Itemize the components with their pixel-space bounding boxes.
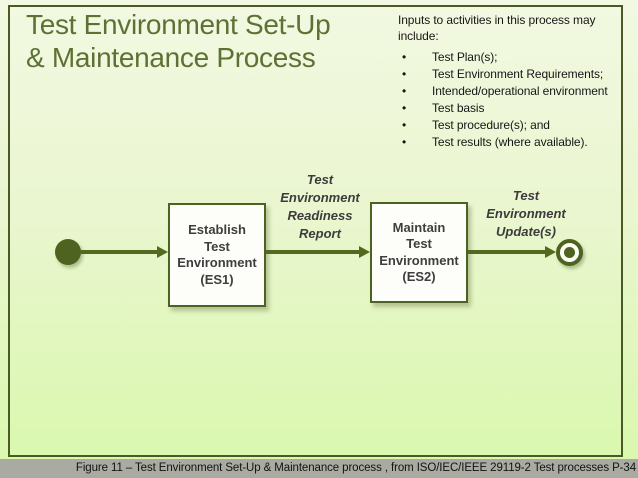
bullet-item: • Test results (where available). bbox=[398, 133, 634, 150]
bullet-text: Intended/operational environment bbox=[432, 83, 608, 98]
flow-arrow-es1-to-es2 bbox=[266, 250, 360, 254]
bullet-dot-icon: • bbox=[402, 100, 407, 115]
arrowhead-icon bbox=[157, 246, 168, 258]
caption-bar: Figure 11 – Test Environment Set-Up & Ma… bbox=[0, 459, 638, 478]
flow-label-readiness-report: Test Environment Readiness Report bbox=[280, 172, 360, 241]
arrowhead-icon bbox=[545, 246, 556, 258]
bullet-item: • Test Environment Requirements; bbox=[398, 65, 634, 82]
bullet-dot-icon: • bbox=[402, 49, 407, 64]
slide-title: Test Environment Set-Up & Maintenance Pr… bbox=[26, 9, 331, 73]
inputs-note: Inputs to activities in this process may… bbox=[398, 12, 634, 150]
inputs-note-intro: Inputs to activities in this process may… bbox=[398, 13, 596, 43]
flow-arrow-es2-to-end bbox=[468, 250, 546, 254]
end-node-inner-dot bbox=[564, 247, 575, 258]
bullet-text: Test Environment Requirements; bbox=[432, 66, 604, 81]
end-node-bullseye-icon bbox=[556, 239, 583, 266]
flow-label-environment-updates: Test Environment Update(s) bbox=[486, 188, 566, 239]
figure-caption: Figure 11 – Test Environment Set-Up & Ma… bbox=[75, 462, 636, 474]
bullet-text: Test basis bbox=[432, 100, 485, 115]
inputs-bullet-list: • Test Plan(s); • Test Environment Requi… bbox=[398, 48, 634, 150]
start-node-icon bbox=[55, 239, 81, 265]
activity-es1-label: Establish Test Environment (ES1) bbox=[177, 222, 257, 287]
bullet-item: • Test basis bbox=[398, 99, 634, 116]
flow-arrow-start-to-es1 bbox=[80, 250, 158, 254]
activity-box-es1: Establish Test Environment (ES1) bbox=[168, 203, 266, 307]
arrowhead-icon bbox=[359, 246, 370, 258]
bullet-item: • Test Plan(s); bbox=[398, 48, 634, 65]
bullet-dot-icon: • bbox=[402, 83, 407, 98]
bullet-dot-icon: • bbox=[402, 66, 407, 81]
activity-es2-label: Maintain Test Environment (ES2) bbox=[379, 219, 459, 285]
slide-frame bbox=[8, 5, 623, 457]
bullet-item: • Intended/operational environment bbox=[398, 82, 634, 99]
activity-box-es2: Maintain Test Environment (ES2) bbox=[370, 202, 468, 303]
bullet-item: • Test procedure(s); and bbox=[398, 116, 634, 133]
bullet-text: Test procedure(s); and bbox=[432, 117, 550, 132]
bullet-dot-icon: • bbox=[402, 134, 407, 149]
bullet-text: Test results (where available). bbox=[432, 134, 588, 149]
bullet-dot-icon: • bbox=[402, 117, 407, 132]
bullet-text: Test Plan(s); bbox=[432, 49, 498, 64]
